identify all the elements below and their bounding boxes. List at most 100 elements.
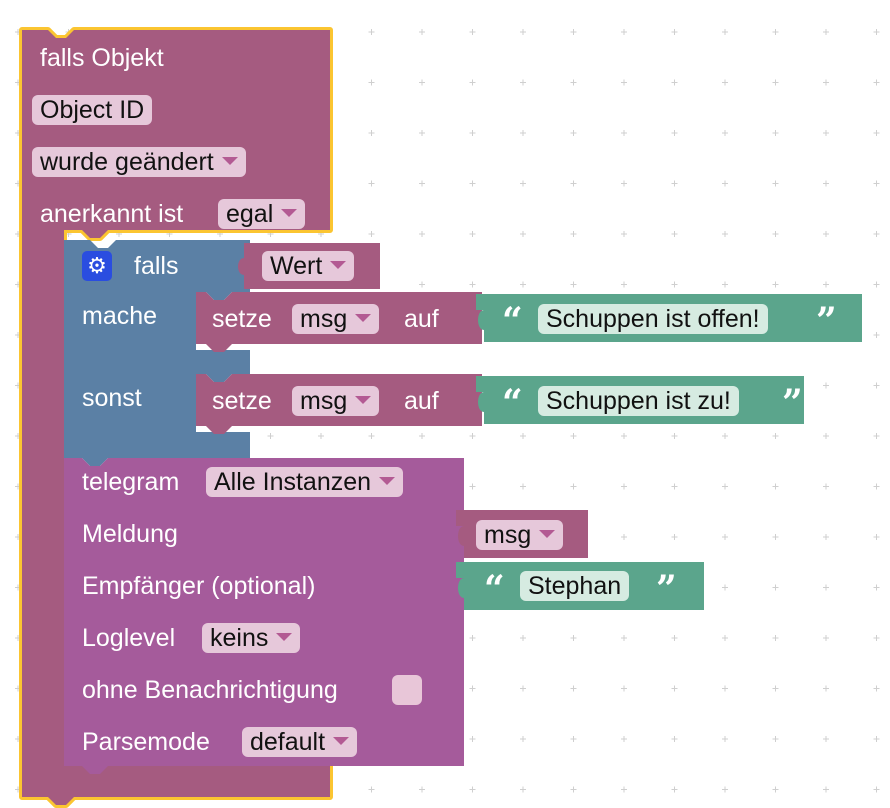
- grid-cross: [469, 736, 476, 742]
- grid-cross: [469, 180, 476, 187]
- set-else-var-dropdown[interactable]: msg: [292, 386, 380, 416]
- text-then-field[interactable]: Schuppen ist offen!: [538, 304, 768, 334]
- grid-cross: [570, 786, 577, 793]
- grid-cross: [570, 79, 577, 86]
- grid-cross: [823, 382, 829, 389]
- grid-cross: [621, 534, 627, 540]
- grid-cross: [772, 483, 779, 490]
- grid-cross: [873, 79, 880, 86]
- grid-cross: [722, 786, 728, 793]
- grid-cross: [873, 130, 880, 136]
- grid-cross: [469, 231, 476, 237]
- grid-cross: [722, 736, 728, 742]
- grid-cross: [318, 433, 324, 439]
- grid-cross: [873, 786, 880, 793]
- grid-cross: [823, 79, 829, 86]
- grid-cross: [772, 786, 779, 793]
- grid-cross: [570, 635, 577, 641]
- close-quote-icon: ”: [816, 300, 837, 342]
- grid-cross: [722, 433, 728, 439]
- close-quote-icon: ”: [656, 568, 677, 610]
- grid-cross: [419, 786, 425, 793]
- grid-cross: [873, 635, 880, 641]
- grid-cross: [873, 382, 880, 389]
- grid-cross: [823, 281, 829, 288]
- else-label: sonst: [82, 384, 142, 412]
- grid-cross: [873, 281, 880, 288]
- grid-cross: [671, 483, 678, 490]
- loglevel-label: Loglevel: [82, 624, 176, 652]
- grid-cross: [772, 281, 779, 288]
- grid-cross: [419, 79, 425, 86]
- ack-dropdown[interactable]: egal: [218, 199, 306, 229]
- grid-cross: [469, 433, 476, 439]
- grid-cross: [873, 180, 880, 187]
- message-var-dropdown[interactable]: msg: [476, 520, 564, 550]
- grid-cross: [772, 130, 779, 136]
- object-id-field[interactable]: Object ID: [32, 95, 153, 125]
- grid-cross: [873, 231, 880, 237]
- grid-cross: [823, 534, 829, 540]
- grid-cross: [823, 231, 829, 237]
- grid-cross: [772, 433, 779, 439]
- grid-cross: [570, 281, 577, 288]
- grid-cross: [621, 130, 627, 136]
- message-label: Meldung: [82, 520, 178, 548]
- grid-cross: [873, 584, 880, 591]
- grid-cross: [469, 281, 476, 288]
- loglevel-dropdown[interactable]: keins: [202, 623, 301, 653]
- trigger-dropdown[interactable]: wurde geändert: [32, 147, 246, 177]
- close-quote-icon: ”: [782, 382, 803, 424]
- grid-cross: [570, 685, 577, 692]
- instance-value: Alle Instanzen: [214, 468, 372, 496]
- grid-cross: [772, 635, 779, 641]
- open-quote-icon: “: [484, 568, 505, 610]
- recipient-field[interactable]: Stephan: [520, 571, 630, 601]
- grid-cross: [419, 29, 425, 35]
- telegram-block[interactable]: [64, 458, 464, 774]
- telegram-title: telegram: [82, 468, 180, 496]
- grid-cross: [621, 29, 627, 35]
- grid-cross: [772, 685, 779, 692]
- gear-icon[interactable]: ⚙: [82, 251, 112, 281]
- grid-cross: [621, 281, 627, 288]
- grid-cross: [823, 130, 829, 136]
- event-title: falls Objekt: [40, 44, 164, 72]
- grid-cross: [570, 736, 577, 742]
- silent-checkbox[interactable]: [392, 675, 422, 705]
- grid-cross: [520, 433, 526, 439]
- grid-cross: [823, 433, 829, 439]
- if-label: falls: [134, 252, 179, 280]
- set-then-var-dropdown[interactable]: msg: [292, 304, 380, 334]
- text-else-field[interactable]: Schuppen ist zu!: [538, 386, 739, 416]
- grid-cross: [671, 685, 678, 692]
- instance-dropdown[interactable]: Alle Instanzen: [206, 467, 404, 497]
- grid-cross: [520, 736, 526, 742]
- grid-cross: [520, 79, 526, 86]
- grid-cross: [368, 231, 375, 237]
- if-else-block[interactable]: [64, 240, 250, 466]
- grid-cross: [823, 584, 829, 591]
- grid-cross: [267, 433, 274, 439]
- grid-cross: [570, 130, 577, 136]
- grid-cross: [873, 29, 880, 35]
- grid-cross: [469, 685, 476, 692]
- grid-cross: [621, 180, 627, 187]
- grid-cross: [772, 584, 779, 591]
- grid-cross: [671, 29, 678, 35]
- grid-cross: [621, 483, 627, 490]
- parsemode-dropdown[interactable]: default: [242, 727, 358, 757]
- grid-cross: [823, 786, 829, 793]
- grid-cross: [621, 786, 627, 793]
- grid-cross: [469, 483, 476, 490]
- grid-cross: [671, 786, 678, 793]
- set-then-to-label: auf: [404, 305, 439, 333]
- grid-cross: [469, 130, 476, 136]
- grid-cross: [570, 433, 577, 439]
- grid-cross: [722, 180, 728, 187]
- grid-cross: [873, 534, 880, 540]
- grid-cross: [419, 433, 425, 439]
- set-else-var: msg: [300, 387, 348, 415]
- grid-cross: [671, 635, 678, 641]
- condition-dropdown[interactable]: Wert: [262, 251, 355, 281]
